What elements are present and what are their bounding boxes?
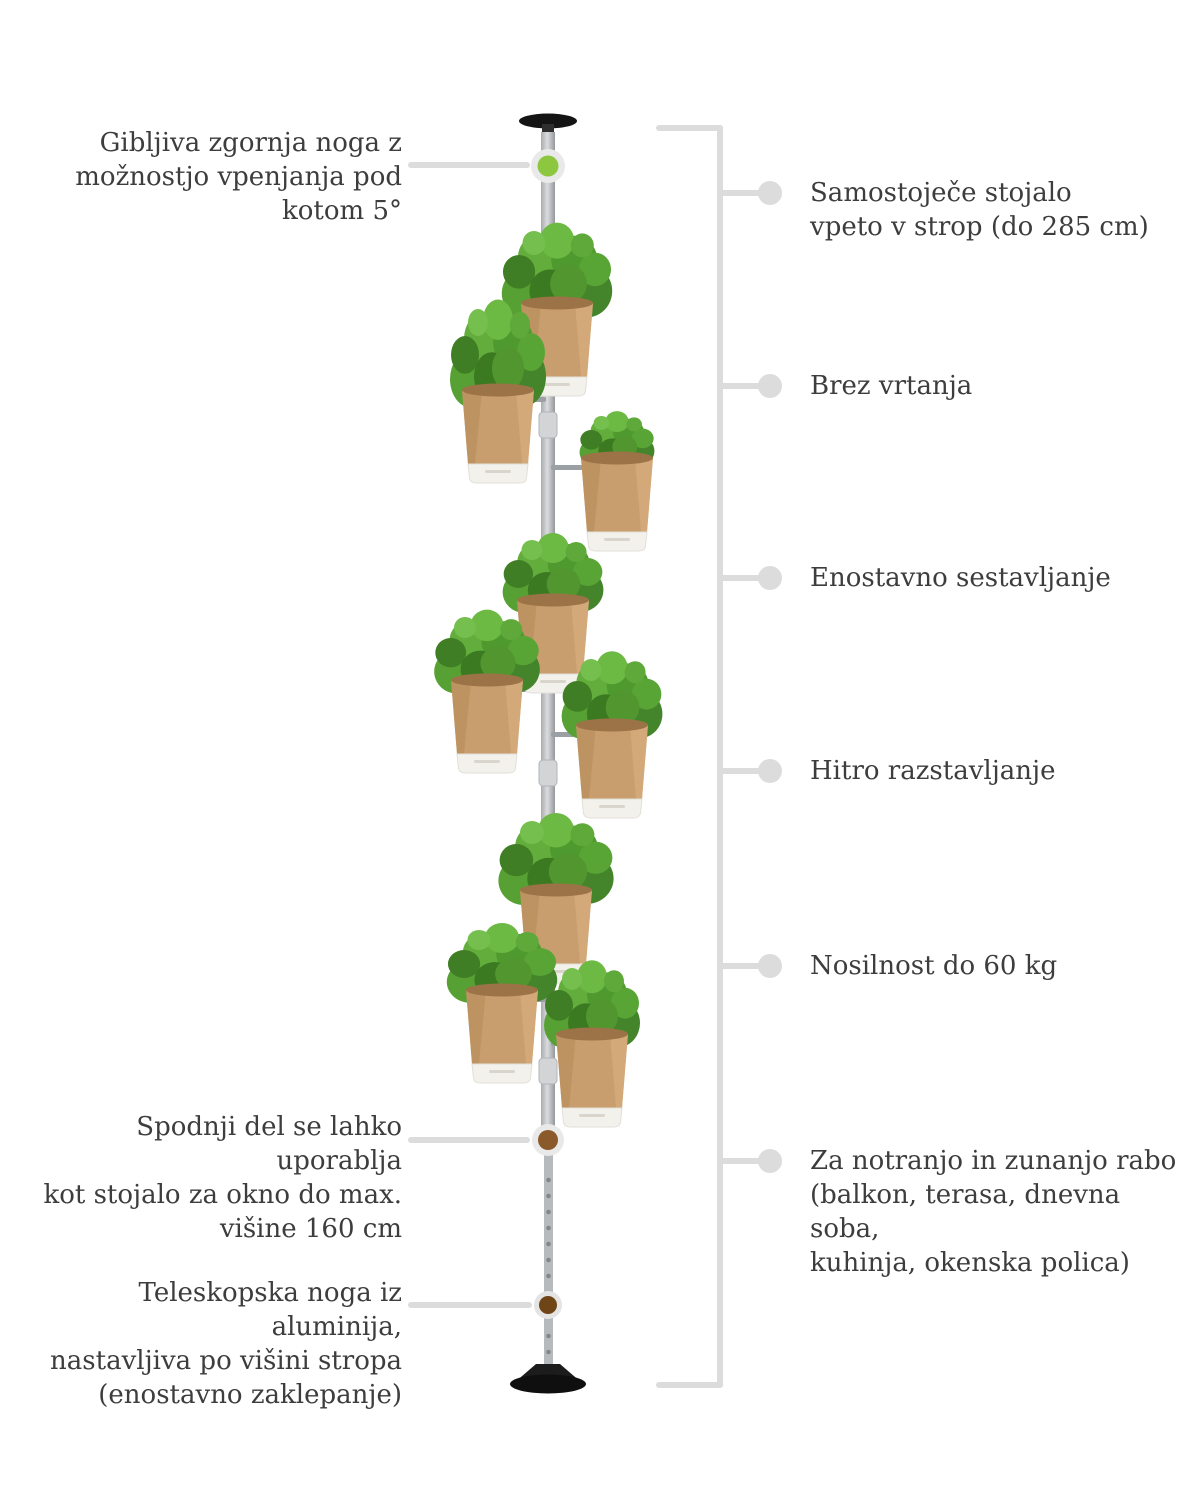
annotation-freestanding: Samostoječe stojalo vpeto v strop (do 28…: [810, 178, 1149, 242]
telescopic-foot: [544, 1150, 553, 1378]
middle-joint-knob: [532, 1124, 564, 1156]
connector-stub-1: [720, 190, 766, 196]
annotation-dot-5: [758, 954, 782, 978]
annotation-no-drilling: Brez vrtanja: [810, 371, 973, 401]
annotation-dot-1: [758, 181, 782, 205]
annotation-top-foot: Gibljiva zgornja noga z možnostjo vpenja…: [75, 128, 402, 226]
connector-stub-6: [720, 1158, 766, 1164]
annotation-dot-6: [758, 1149, 782, 1173]
annotation-dot-3: [758, 566, 782, 590]
herb-pot: [579, 411, 655, 552]
annotation-lower-section: Spodnji del se lahko uporablja kot stoja…: [43, 1112, 402, 1244]
lower-joint-knob: [534, 1291, 562, 1319]
bracket-bottom-stub: [656, 1382, 723, 1388]
annotation-dot-2: [758, 374, 782, 398]
connector-line-top-foot: [408, 162, 530, 168]
connector-line-lower-section: [408, 1137, 530, 1143]
top-joint-knob: [531, 149, 565, 183]
connector-stub-4: [720, 768, 766, 774]
annotation-dot-4: [758, 759, 782, 783]
herb-pot: [544, 960, 640, 1128]
connector-stub-2: [720, 383, 766, 389]
annotation-easy-assembly: Enostavno sestavljanje: [810, 563, 1111, 593]
connector-stub-3: [720, 575, 766, 581]
annotation-indoor-outdoor: Za notranjo in zunanjo rabo (balkon, ter…: [810, 1146, 1177, 1278]
floor-base: [510, 1364, 586, 1394]
annotation-telescopic-leg: Teleskopska noga iz aluminija, nastavlji…: [50, 1278, 402, 1410]
bracket-vertical-line: [717, 125, 723, 1388]
bracket-top-stub: [656, 125, 723, 131]
connector-line-telescopic-leg: [408, 1302, 532, 1308]
annotation-quick-disassembly: Hitro razstavljanje: [810, 756, 1056, 786]
herb-pots: [434, 222, 663, 1128]
annotation-load-capacity: Nosilnost do 60 kg: [810, 951, 1058, 981]
connector-stub-5: [720, 963, 766, 969]
